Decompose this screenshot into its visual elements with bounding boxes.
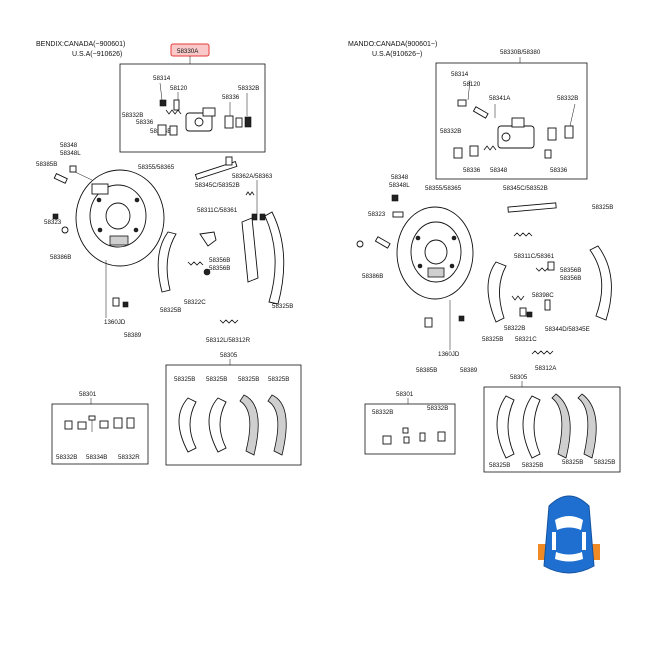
- part-label: 58385B: [36, 161, 57, 168]
- part-label: 58345C/58352B: [195, 182, 240, 189]
- part-label: 58386B: [50, 254, 71, 261]
- right-cylinder-box: [435, 62, 588, 180]
- part-label: 58348L: [389, 182, 410, 189]
- part-label: 58355/58365: [138, 164, 175, 171]
- part-label: 58323: [368, 211, 386, 218]
- part-label: 58386B: [362, 273, 383, 280]
- part-label: 58332B: [238, 85, 259, 92]
- part-label: 58325B: [482, 336, 503, 343]
- part-label: 58344D/58345E: [545, 326, 590, 333]
- part-label: 58312L/58312R: [206, 337, 251, 344]
- left-kit-58301-box: [51, 403, 149, 465]
- part-label: 58348: [60, 142, 78, 149]
- part-label: 58325B: [489, 462, 510, 469]
- part-label: 58356B: [209, 257, 230, 264]
- part-label: 58321C: [515, 336, 537, 343]
- part-label: 58362A/58363: [232, 173, 273, 180]
- part-label: 58356B: [560, 267, 581, 274]
- part-label: 1360JD: [104, 319, 126, 326]
- wheel-cylinder-illustration: [453, 79, 576, 159]
- part-label: 58322B: [504, 325, 525, 332]
- part-label: 58341A: [489, 95, 511, 102]
- part-label: 58336: [136, 119, 154, 126]
- part-label: 58356B: [560, 275, 581, 282]
- part-label: 58120: [170, 85, 188, 92]
- left-shoe-2: [264, 211, 285, 305]
- left-header-line2: U.S.A(−910626): [72, 51, 122, 58]
- right-kit-58301-box: [364, 403, 456, 455]
- part-label: 58348: [391, 174, 409, 181]
- part-label: 58332B: [557, 95, 578, 102]
- part-label: 58385B: [416, 367, 437, 374]
- part-label: 58348: [490, 167, 508, 174]
- part-label: 58334B: [86, 454, 107, 461]
- left-adjuster: [194, 156, 238, 180]
- left-shoe-1: [157, 231, 177, 293]
- part-label: 58398C: [532, 292, 554, 299]
- part-label: 58311C/58361: [514, 253, 555, 260]
- left-header-line1: BENDIX:CANADA(−900601): [36, 41, 125, 48]
- right-header-line1: MANDO:CANADA(900601−): [348, 41, 437, 48]
- part-label: 58325B: [238, 376, 259, 383]
- part-label: 58314: [451, 71, 469, 78]
- part-label: 58389: [460, 367, 478, 374]
- part-label: 58325B: [562, 459, 583, 466]
- part-label: 58355/58365: [425, 185, 462, 192]
- part-label: 58325B: [272, 303, 293, 310]
- part-label: 58325B: [160, 307, 181, 314]
- part-label: 58332B: [372, 409, 393, 416]
- part-label: 58336: [550, 167, 568, 174]
- right-kit-58305-box: [483, 386, 621, 473]
- part-label: 58312A: [535, 365, 557, 372]
- part-label: 58311C/58361: [197, 207, 238, 214]
- part-label: 58325B: [206, 376, 227, 383]
- part-label: 58332B: [56, 454, 77, 461]
- part-label: 58332B: [440, 128, 461, 135]
- part-label: 58348L: [60, 150, 81, 157]
- part-label: 58389: [124, 332, 142, 339]
- part-label: 58332B: [427, 405, 448, 412]
- part-label: 58314: [153, 75, 171, 82]
- left-cylinder-box: [119, 63, 266, 153]
- part-label: 58336: [463, 167, 481, 174]
- right-backing-plate: [396, 206, 474, 300]
- part-label: 58325B: [592, 204, 613, 211]
- part-label: 58325B: [594, 459, 615, 466]
- right-shoe-1: [589, 245, 612, 321]
- right-shoe-2: [487, 261, 507, 323]
- part-label: 58322C: [184, 299, 206, 306]
- right-header-line2: U.S.A(910626−): [372, 51, 422, 58]
- highlight-part-tag[interactable]: 58330A: [170, 43, 210, 57]
- rear-left-wheel-marker-icon: [538, 544, 548, 560]
- kit-title: 58301: [79, 391, 97, 398]
- left-kit-58305-box: [165, 364, 302, 466]
- part-label: 58325B: [268, 376, 289, 383]
- part-label: 58332B: [122, 112, 143, 119]
- part-label: 58325B: [174, 376, 195, 383]
- highlight-part-number: 58330A: [177, 48, 199, 55]
- part-label: 58336: [222, 94, 240, 101]
- rear-right-wheel-marker-icon: [590, 544, 600, 560]
- left-assembly: BENDIX:CANADA(−900601) U.S.A(−910626) 58…: [36, 41, 302, 466]
- wheel-cylinder-illustration: [157, 82, 252, 136]
- car-top-view-icon: [538, 495, 600, 574]
- part-label: 58332R: [118, 454, 140, 461]
- left-backing-plate: [75, 169, 165, 267]
- part-label: 58325B: [522, 462, 543, 469]
- kit-title: 58305: [510, 374, 528, 381]
- part-label: 58323: [44, 219, 62, 226]
- kit-title: 58305: [220, 352, 238, 359]
- right-assembly: MANDO:CANADA(900601−) U.S.A(910626−) 583…: [348, 41, 621, 473]
- part-label: 58345C/58352B: [503, 185, 548, 192]
- part-label: 1360JD: [438, 351, 460, 358]
- part-label: 58356B: [209, 265, 230, 272]
- kit-title: 58301: [396, 391, 414, 398]
- part-label: 58120: [463, 81, 481, 88]
- part-label: 58330B/58380: [500, 49, 541, 56]
